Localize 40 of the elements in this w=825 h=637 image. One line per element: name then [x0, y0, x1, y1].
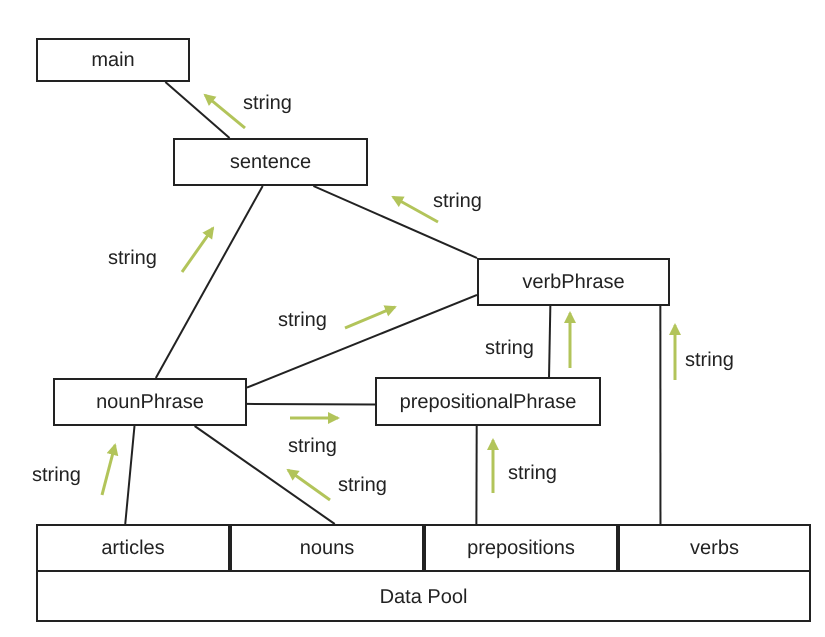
box-label: nouns — [300, 536, 354, 561]
data-pool-box — [36, 524, 811, 622]
flow-label: string — [108, 246, 157, 271]
connector-line — [194, 425, 336, 525]
flow-label: string — [288, 434, 337, 459]
flow-label: string — [485, 336, 534, 361]
box-label: prepositionalPhrase — [400, 390, 576, 414]
flow-label: string — [433, 189, 482, 214]
flow-label: string — [278, 308, 327, 333]
connector-line — [246, 294, 478, 389]
module-box — [53, 378, 247, 426]
box-label: prepositions — [467, 536, 575, 561]
flow-label: string — [338, 473, 387, 498]
connector-line — [247, 402, 375, 406]
box-label: verbs — [690, 536, 739, 561]
box-label: articles — [101, 536, 165, 561]
connector-line — [659, 306, 662, 524]
flow-label: string — [243, 91, 292, 116]
flow-label: string — [32, 463, 81, 488]
module-box — [173, 138, 368, 186]
module-box — [230, 524, 424, 572]
connector-line — [124, 426, 136, 524]
connector-line — [154, 186, 264, 378]
module-box — [375, 377, 601, 426]
box-label: nounPhrase — [96, 390, 204, 415]
module-box — [424, 524, 618, 572]
box-label: Data Pool — [380, 585, 468, 610]
box-label: sentence — [230, 150, 312, 175]
connector-line — [313, 185, 478, 259]
module-box — [618, 524, 811, 572]
box-label: main — [91, 48, 135, 73]
module-box — [477, 258, 670, 306]
box-label: verbPhrase — [522, 270, 625, 295]
flow-label: string — [508, 461, 557, 486]
connector-line — [548, 306, 552, 378]
module-box — [36, 524, 230, 572]
module-box — [36, 38, 190, 82]
connector-line — [164, 81, 230, 139]
connector-line — [475, 426, 478, 524]
flow-label: string — [685, 348, 734, 373]
